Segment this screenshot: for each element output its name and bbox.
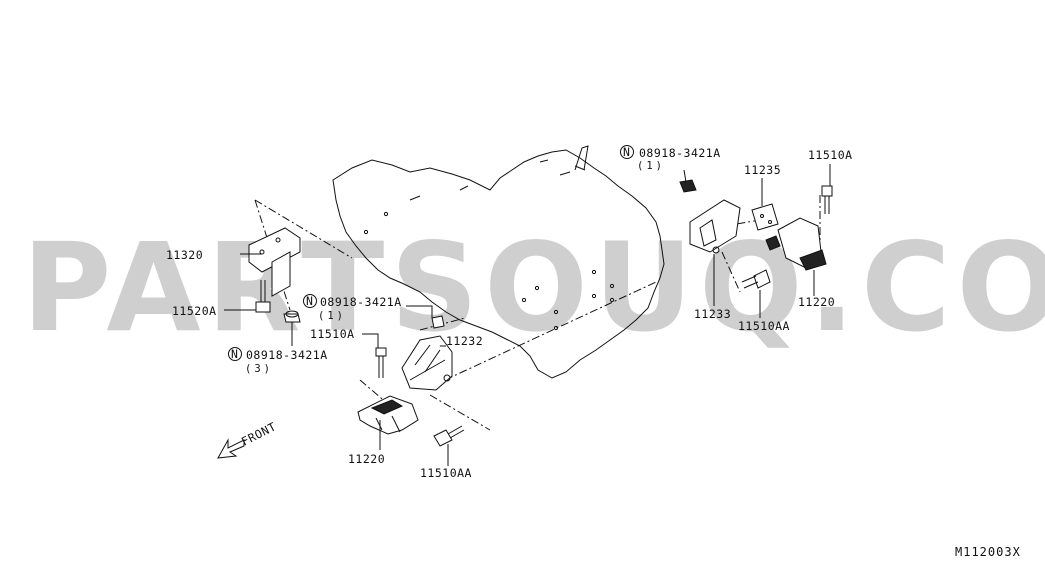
callout-n-left-code: 08918-3421A	[246, 348, 328, 362]
engine-outline	[332, 145, 665, 379]
callout-11520a: 11520A	[172, 304, 217, 318]
callout-11510aa-left: 11510AA	[420, 466, 472, 480]
callout-n-left-qty: (3)	[245, 363, 273, 375]
bracket-11320	[248, 227, 301, 297]
bolt-11510aa-left	[433, 425, 465, 447]
bolt-11510a-left	[375, 347, 387, 378]
bolt-11520a	[255, 280, 271, 313]
callout-11510a-left: 11510A	[310, 327, 355, 341]
n-symbol-top: N	[620, 145, 634, 159]
callout-11235: 11235	[744, 163, 781, 177]
callout-11232: 11232	[446, 334, 483, 348]
watermark-text: PARTSOUQ.COM	[22, 217, 1045, 359]
callout-11233: 11233	[694, 307, 731, 321]
callout-n-top-code: 08918-3421A	[639, 146, 721, 160]
mount-11232	[401, 315, 453, 391]
leader-lines	[224, 164, 831, 466]
nut-top	[679, 179, 697, 193]
n-symbol-mid: N	[303, 294, 317, 308]
callout-11220-right: 11220	[798, 295, 835, 309]
n-symbol-left-text: N	[231, 347, 238, 361]
callout-n-mid-code: 08918-3421A	[320, 295, 402, 309]
front-indicator: FRONT	[217, 419, 278, 459]
plate-11235	[751, 203, 779, 231]
diagram-code: M112003X	[955, 545, 1021, 559]
callout-11510aa-right: 11510AA	[738, 319, 790, 333]
callout-11510a-right: 11510A	[808, 148, 853, 162]
n-symbol-left: N	[228, 347, 242, 361]
callout-11320: 11320	[166, 248, 203, 262]
bolt-11510a-right	[821, 185, 833, 214]
n-symbol-top-text: N	[623, 145, 630, 159]
front-label: FRONT	[239, 419, 278, 448]
callout-n-top-qty: (1)	[637, 160, 665, 172]
insulator-11220-right	[765, 217, 827, 271]
bolt-11510aa-right	[741, 269, 771, 289]
insulator-11220-left	[357, 395, 419, 435]
callout-n-mid-qty: (1)	[318, 310, 346, 322]
bracket-11233	[689, 199, 741, 254]
callout-11220-left: 11220	[348, 452, 385, 466]
nut-left	[283, 310, 301, 323]
n-symbol-mid-text: N	[306, 294, 313, 308]
